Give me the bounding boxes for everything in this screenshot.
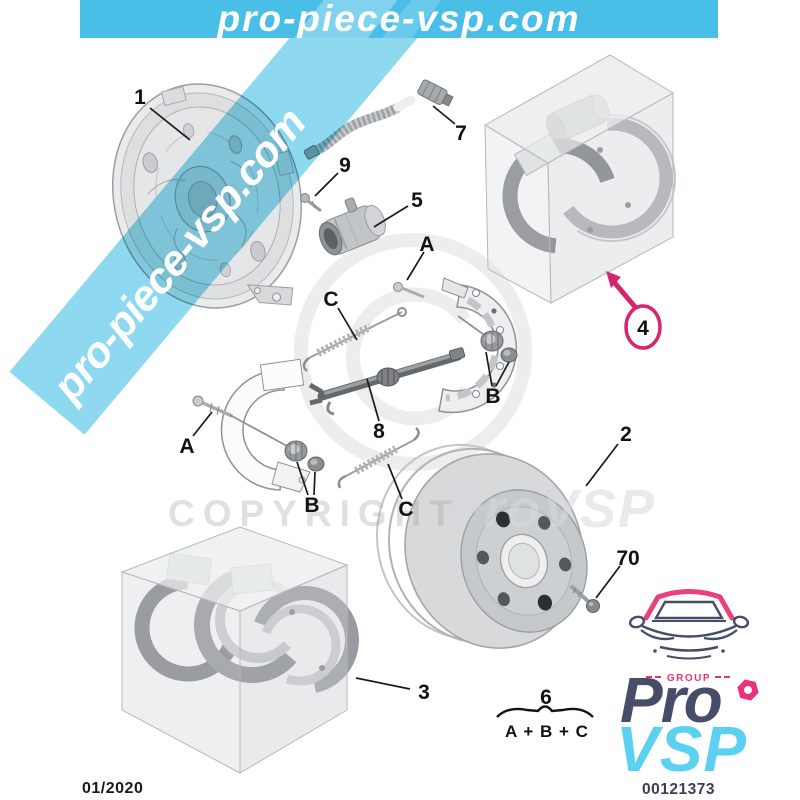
car-outline-icon: [628, 589, 750, 660]
diagram-reference: 00121373: [642, 781, 715, 798]
callout-4: 4: [637, 317, 649, 340]
leader-lines: [149, 105, 621, 690]
callout-3: 3: [418, 681, 430, 704]
provsp-logo: GROUP Pro VSP: [616, 589, 759, 785]
part-kit-box-4: [484, 54, 676, 304]
copyright-watermark: COPYRIGHT: [168, 493, 460, 534]
callout-a-top: A: [419, 233, 434, 256]
part-adjuster-strut: [308, 347, 466, 416]
part-adjuster-nuts-right: [457, 315, 518, 363]
part-bleed-screw: [300, 193, 322, 213]
logo-group-row: GROUP: [646, 673, 732, 684]
brand-watermark: ProVSP: [446, 479, 656, 539]
part-upper-spring: [302, 307, 407, 372]
logo-pro-text: Pro: [620, 664, 722, 736]
part-adjuster-nuts-left: [284, 440, 325, 472]
part-lower-spring: [337, 427, 420, 489]
callout-b-left: B: [304, 494, 319, 517]
copyright-ring-watermark: [294, 233, 532, 471]
callout-7: 7: [455, 122, 467, 145]
callout-4-circled: 4: [606, 271, 662, 350]
part-drum-bolt: [569, 584, 600, 613]
part-brake-drum: ProVSP: [375, 443, 656, 649]
formula-text: A + B + C: [505, 722, 589, 741]
kit-formula: A + B + C: [496, 705, 594, 741]
callout-b-right: B: [485, 385, 500, 408]
part-right-shoe: [438, 277, 518, 414]
callout-8: 8: [373, 420, 385, 443]
part-left-shoe: [220, 358, 311, 493]
site-banner-text: pro-piece-vsp.com: [217, 0, 581, 38]
part-kit-box-3: [120, 526, 359, 774]
callout-c-top: C: [323, 288, 338, 311]
part-pin-top: [393, 282, 425, 299]
part-wheel-cylinder: [318, 197, 386, 256]
hexagon-nut-icon: [737, 679, 759, 701]
callout-5: 5: [411, 189, 423, 212]
callout-2: 2: [620, 423, 632, 446]
logo-vsp-text: VSP: [616, 713, 747, 785]
site-banner: pro-piece-vsp.com: [80, 0, 718, 38]
logo-group-text: GROUP: [667, 673, 711, 684]
callout-6: 6: [540, 686, 552, 709]
callout-70: 70: [616, 547, 639, 570]
callout-c-bottom: C: [398, 498, 413, 521]
callout-1: 1: [134, 86, 146, 109]
diagram-date: 01/2020: [82, 780, 143, 797]
callout-a-left: A: [179, 435, 194, 458]
callout-9: 9: [339, 154, 351, 177]
